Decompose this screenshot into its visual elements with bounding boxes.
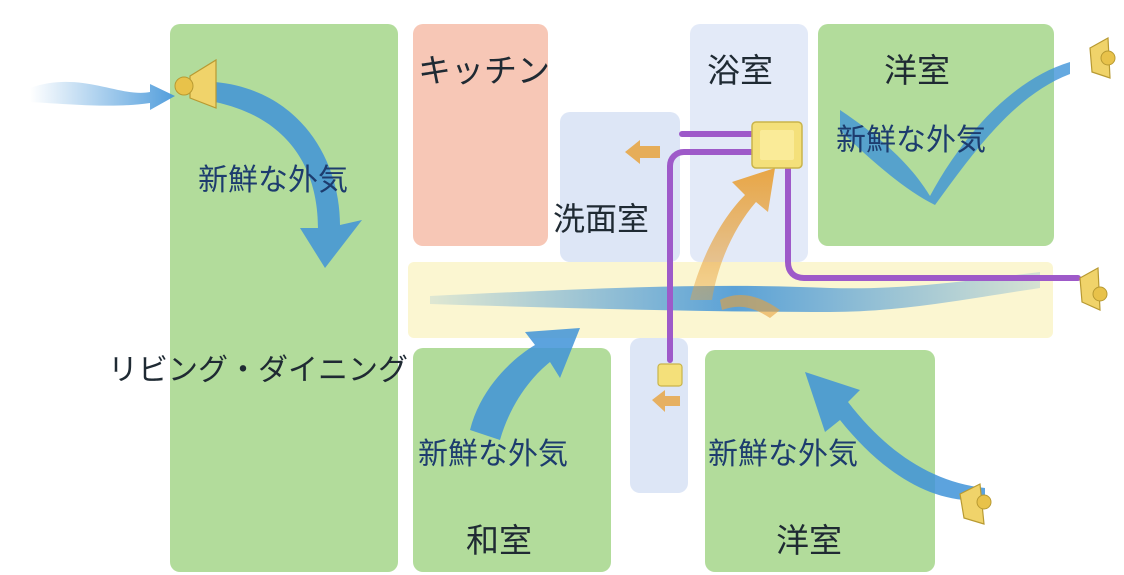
western-room-bottom-label: 洋室 [776, 521, 842, 560]
intake-vent-icon [174, 58, 217, 109]
duct-icon [667, 131, 1081, 363]
fresh-air-label-western-top: 新鮮な外気 [836, 123, 986, 158]
washroom-label: 洗面室 [553, 200, 650, 238]
japanese-room-label: 和室 [466, 521, 532, 560]
fresh-air-arrow-icon [840, 62, 1070, 205]
exhaust-vent-icon [1079, 267, 1108, 311]
exhaust-air-arrow-icon [690, 168, 775, 300]
fresh-air-arrow-icon [805, 372, 985, 501]
fresh-air-label-western-bottom: 新鮮な外気 [708, 437, 858, 472]
kitchen-room [413, 24, 548, 246]
exhaust-vent-icon [959, 483, 992, 525]
exhaust-air-arrow-icon [625, 140, 660, 164]
exhaust-vent-icon [657, 363, 683, 387]
fresh-air-arrow-icon [470, 328, 580, 440]
bathroom-label: 浴室 [707, 51, 773, 90]
exhaust-air-arrow-icon [652, 390, 680, 412]
exhaust-air-arrow-icon [720, 295, 780, 318]
western-room-top-label: 洋室 [884, 51, 950, 90]
living-dining-label: リビング・ダイニング [108, 353, 408, 388]
kitchen-label: キッチン [418, 51, 550, 90]
fresh-air-arrow-icon [30, 81, 175, 110]
washroom-area [560, 112, 680, 262]
fresh-air-arrow-icon [215, 82, 362, 268]
fresh-air-label-living: 新鮮な外気 [198, 163, 348, 198]
exhaust-vent-icon [1089, 37, 1116, 79]
fresh-air-label-japanese: 新鮮な外気 [418, 437, 568, 472]
fresh-air-arrow-icon [430, 272, 1040, 312]
